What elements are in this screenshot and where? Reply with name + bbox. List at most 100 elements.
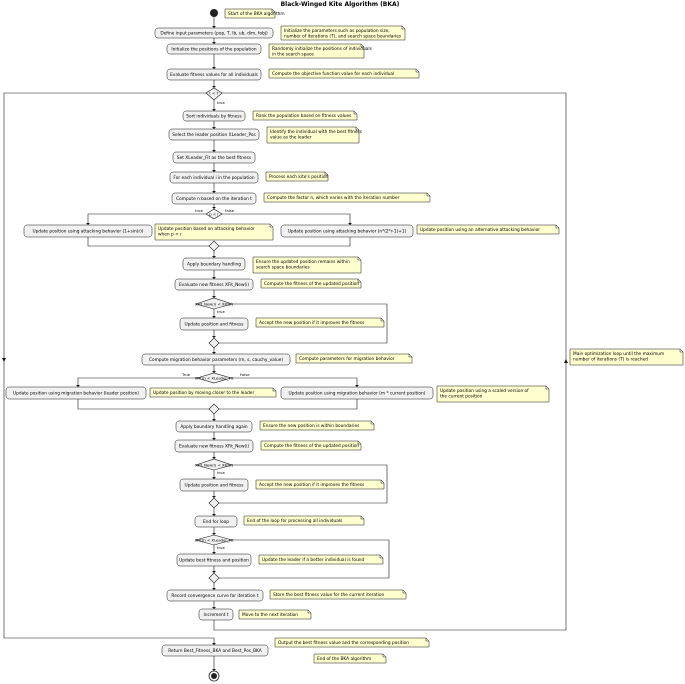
- note-update-best: Update the leader if a better individual…: [258, 554, 384, 565]
- svg-text:XFit(i) < XLeader_Fit: XFit(i) < XLeader_Fit: [195, 538, 234, 543]
- note-line: Accept the new position if it improves t…: [259, 320, 365, 326]
- note-update1: Accept the new position if it improves t…: [255, 317, 385, 328]
- svg-text:Sort individuals by fitness: Sort individuals by fitness: [186, 114, 242, 120]
- note-line: Compute the objective function value for…: [272, 71, 394, 77]
- note-boundary2: Ensure the new position is within bounda…: [259, 420, 375, 431]
- svg-text:true: true: [217, 470, 225, 475]
- note-increment: Move to the next iteration: [238, 609, 312, 620]
- svg-text:true: true: [217, 100, 225, 105]
- note-select-leader: Identify the individual with the best fi…: [266, 126, 363, 144]
- note-line: Compute the fitness of the updated posit…: [264, 443, 359, 449]
- note-line: number of iterations (T), and search spa…: [284, 34, 402, 40]
- note-line: search space boundaries: [256, 265, 310, 271]
- note-line: Initialize the parameters such as popula…: [284, 28, 390, 34]
- decision-cmp-3: XFit_New(i) < XFit(i) true: [194, 458, 233, 475]
- svg-text:false: false: [225, 208, 235, 213]
- note-migr-b: Update position using a scaled version o…: [436, 385, 550, 403]
- note-line: Update position using a scaled version o…: [440, 388, 529, 394]
- arrowheads: [2, 26, 568, 671]
- svg-text:XFit(i) < XLeader_Fit: XFit(i) < XLeader_Fit: [195, 376, 234, 381]
- note-line: Store the best fitness value for the cur…: [273, 592, 384, 598]
- note-migration-params: Compute parameters for migration behavio…: [295, 353, 413, 364]
- note-line: Identify the individual with the best fi…: [270, 129, 363, 135]
- flow-edges: [3, 13, 567, 671]
- svg-text:True: True: [181, 372, 191, 377]
- note-line: Randomly initialize the positions of ind…: [272, 46, 373, 52]
- decision-cmp-2: XFit(i) < XLeader_Fit True False: [181, 372, 250, 384]
- svg-text:XFit_New(i) < XFit(i): XFit_New(i) < XFit(i): [195, 302, 233, 307]
- note-compute-n: Compute the factor n, which varies with …: [263, 192, 431, 203]
- diagram-title: Black-Winged Kite Algorithm (BKA): [281, 1, 400, 8]
- note-end-for: End of the loop for processing all indiv…: [243, 515, 365, 526]
- activity-for-each: For each individual i in the population: [169, 171, 259, 184]
- note-start: Start of the BKA algorithm: [224, 8, 285, 19]
- note-line: in the search space: [272, 52, 314, 58]
- note-main-loop: Main optimization loop until the maximum…: [569, 348, 684, 366]
- merge-attack: [208, 240, 220, 252]
- note-line: Move to the next iteration: [242, 612, 298, 618]
- note-line: Start of the BKA algorithm: [228, 11, 285, 17]
- activity-attack-b: Update position using attacking behavior…: [280, 224, 414, 238]
- note-attack-a: Update position based on attacking behav…: [154, 223, 274, 241]
- svg-text:Evaluate fitness values for al: Evaluate fitness values for all individu…: [170, 72, 259, 78]
- merge-migration: [208, 403, 220, 415]
- activity-eval-initial: Evaluate fitness values for all individu…: [166, 68, 262, 81]
- svg-text:Initialize the positions of th: Initialize the positions of the populati…: [171, 47, 256, 53]
- svg-text:Update position using migratio: Update position using migration behavior…: [13, 391, 139, 397]
- activity-init-positions: Initialize the positions of the populati…: [166, 43, 262, 55]
- svg-text:End for loop: End for loop: [203, 519, 229, 525]
- activity-return: Return Best_Fitness_BKA and Best_Pos_BKA: [161, 644, 269, 657]
- svg-text:true: true: [195, 208, 203, 213]
- activity-increment: Increment t: [198, 608, 234, 621]
- note-line: End of the BKA algorithm: [317, 656, 371, 662]
- svg-text:Apply boundary handling again: Apply boundary handling again: [180, 424, 248, 430]
- note-record: Store the best fitness value for the cur…: [269, 589, 407, 600]
- svg-text:For each individual i in the p: For each individual i in the population: [173, 175, 254, 181]
- note-line: Update position using an alternative att…: [420, 227, 540, 233]
- svg-text:Compute n based on the iterati: Compute n based on the iteration t: [176, 196, 252, 202]
- note-end: End of the BKA algorithm: [313, 653, 387, 664]
- note-line: Process each kite's position: [269, 174, 328, 180]
- svg-text:Evaluate new fitness XFit_New(: Evaluate new fitness XFit_New(i): [179, 282, 249, 288]
- svg-text:Update position using attackin: Update position using attacking behavior…: [288, 229, 407, 235]
- svg-text:Apply boundary handling: Apply boundary handling: [187, 262, 241, 268]
- activity-update-best: Update best fitness and position: [176, 553, 252, 567]
- svg-text:Update position using attackin: Update position using attacking behavior…: [33, 229, 144, 235]
- svg-text:Evaluate new fitness XFit_New(: Evaluate new fitness XFit_New(i): [179, 444, 249, 450]
- svg-text:Update position using migratio: Update position using migration behavior…: [289, 391, 426, 397]
- svg-text:False: False: [240, 372, 250, 377]
- activity-set-leader-fit: Set XLeader_Fit as the best fitness: [172, 151, 256, 164]
- svg-text:Compute migration behavior par: Compute migration behavior parameters (m…: [149, 357, 283, 363]
- activity-migration-params: Compute migration behavior parameters (m…: [141, 353, 291, 366]
- svg-text:Update best fitness and positi: Update best fitness and position: [179, 558, 249, 564]
- note-for-each: Process each kite's position: [265, 171, 328, 182]
- activity-compute-n: Compute n based on the iteration t: [171, 192, 257, 205]
- end-node: [208, 670, 220, 682]
- note-line: the current position: [440, 394, 483, 400]
- activity-eval-new-2: Evaluate new fitness XFit_New(i): [174, 439, 254, 453]
- note-line: when p < r: [158, 232, 182, 238]
- svg-text:t < T: t < T: [209, 91, 219, 96]
- note-define-inputs: Initialize the parameters such as popula…: [280, 25, 406, 41]
- merge-cmp-3: [208, 497, 220, 509]
- note-return: Output the best fitness value and the co…: [274, 637, 430, 648]
- activity-record: Record convergence curve for iteration t: [166, 589, 264, 602]
- note-sort: Rank the population based on fitness val…: [252, 110, 358, 121]
- activity-update-1: Update position and fitness: [179, 317, 249, 331]
- note-update2: Accept the new position if it improves t…: [255, 479, 385, 490]
- activity-migration-a: Update position using migration behavior…: [5, 386, 147, 400]
- note-eval-new2: Compute the fitness of the updated posit…: [260, 440, 362, 451]
- activity-migration-b: Update position using migration behavior…: [280, 386, 434, 400]
- activity-select-leader: Select the leader position XLeader_Pos: [168, 128, 260, 141]
- note-init-positions: Randomly initialize the positions of ind…: [268, 43, 373, 59]
- svg-text:Select the leader position XLe: Select the leader position XLeader_Pos: [172, 132, 256, 138]
- note-line: Update the leader if a better individual…: [262, 557, 365, 563]
- activity-eval-new-1: Evaluate new fitness XFit_New(i): [174, 278, 254, 291]
- svg-text:true: true: [217, 545, 225, 550]
- svg-text:Record convergence curve for i: Record convergence curve for iteration t: [171, 593, 258, 599]
- activity-update-2: Update position and fitness: [179, 478, 249, 492]
- svg-text:true: true: [217, 309, 225, 314]
- note-attack-b: Update position using an alternative att…: [416, 224, 560, 235]
- note-line: Output the best fitness value and the co…: [278, 640, 409, 646]
